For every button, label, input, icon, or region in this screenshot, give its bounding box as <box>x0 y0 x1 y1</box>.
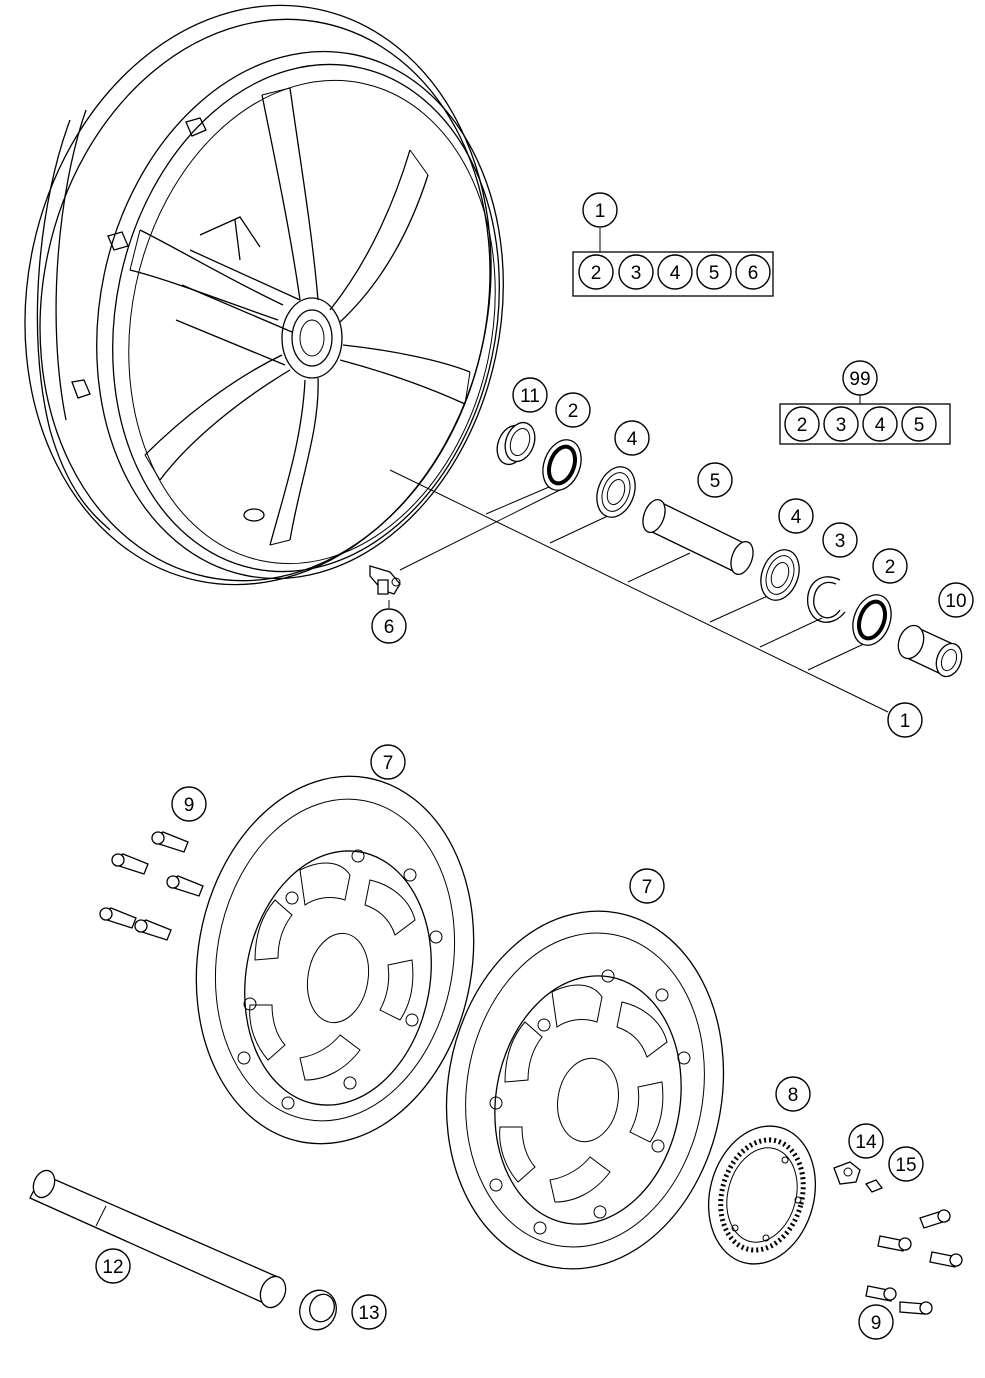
svg-text:2: 2 <box>885 557 896 578</box>
axle <box>29 1169 287 1309</box>
bolts-lower <box>865 1209 963 1315</box>
svg-text:6: 6 <box>384 617 395 638</box>
svg-text:5: 5 <box>914 415 925 436</box>
svg-text:5: 5 <box>710 471 721 492</box>
axle-nut-13 <box>299 1289 337 1331</box>
callout-1-top: 1 <box>582 192 618 228</box>
callout-kit1-5: 5 <box>696 254 732 290</box>
svg-text:4: 4 <box>627 429 638 450</box>
svg-text:14: 14 <box>855 1132 877 1153</box>
svg-text:3: 3 <box>836 415 847 436</box>
callout-12: 12 <box>95 1248 131 1284</box>
part-bearing-4a <box>596 466 636 518</box>
part-bearing-4b <box>760 549 800 601</box>
kit-box-1 <box>572 251 774 297</box>
svg-text:2: 2 <box>591 263 602 284</box>
part-spacer-10 <box>897 624 963 678</box>
svg-text:5: 5 <box>709 263 720 284</box>
svg-text:7: 7 <box>642 877 653 898</box>
svg-text:7: 7 <box>383 753 394 774</box>
abs-sensor-ring <box>707 1125 817 1265</box>
svg-text:1: 1 <box>595 201 606 222</box>
callout-9-bottom: 9 <box>858 1304 894 1340</box>
callout-6: 6 <box>371 608 407 644</box>
callout-2b: 2 <box>872 548 908 584</box>
callout-kit99-5: 5 <box>901 406 937 442</box>
brake-disc-right <box>445 910 725 1270</box>
callout-10: 10 <box>938 582 974 618</box>
callout-kit1-2: 2 <box>578 254 614 290</box>
callout-3: 3 <box>822 522 858 558</box>
kit-box-99 <box>779 403 951 445</box>
svg-text:6: 6 <box>748 263 759 284</box>
svg-text:4: 4 <box>791 507 802 528</box>
callout-kit1-3: 3 <box>618 254 654 290</box>
svg-text:2: 2 <box>797 415 808 436</box>
callout-kit1-4: 4 <box>657 254 693 290</box>
assembly-axis-lines <box>389 469 889 713</box>
part-valve-6 <box>369 565 401 595</box>
svg-text:15: 15 <box>895 1155 916 1176</box>
sensor-bracket-14 <box>833 1161 861 1185</box>
callout-9-top: 9 <box>171 786 207 822</box>
svg-text:2: 2 <box>568 401 579 422</box>
svg-text:1: 1 <box>900 711 911 732</box>
callout-13: 13 <box>351 1294 387 1330</box>
callout-5: 5 <box>697 462 733 498</box>
callout-1-bottom: 1 <box>887 702 923 738</box>
svg-text:3: 3 <box>631 263 642 284</box>
callout-4b: 4 <box>778 498 814 534</box>
callout-kit99-4: 4 <box>862 406 898 442</box>
part-seal-2b <box>852 594 892 646</box>
svg-text:9: 9 <box>871 1313 882 1334</box>
callout-8: 8 <box>775 1076 811 1112</box>
svg-text:9: 9 <box>184 795 195 816</box>
svg-text:4: 4 <box>875 415 886 436</box>
svg-text:12: 12 <box>102 1257 123 1278</box>
svg-text:99: 99 <box>849 369 870 390</box>
callout-15: 15 <box>888 1146 924 1182</box>
svg-text:13: 13 <box>358 1303 379 1324</box>
part-spacer-tube-5 <box>642 499 754 575</box>
part-spacer-11 <box>496 421 536 466</box>
callout-7-left: 7 <box>370 744 406 780</box>
part-seal-2a <box>542 439 582 491</box>
svg-text:3: 3 <box>835 531 846 552</box>
callout-11: 11 <box>512 377 548 413</box>
svg-text:11: 11 <box>520 386 540 407</box>
screw-15 <box>864 1179 884 1193</box>
svg-text:8: 8 <box>788 1085 799 1106</box>
front-wheel <box>24 4 504 586</box>
svg-text:4: 4 <box>670 263 681 284</box>
bolts-upper <box>99 831 204 941</box>
callout-99: 99 <box>842 360 878 396</box>
callout-14: 14 <box>848 1123 884 1159</box>
callout-4a: 4 <box>614 420 650 456</box>
callout-kit1-6: 6 <box>735 254 771 290</box>
callout-2a: 2 <box>555 392 591 428</box>
svg-text:10: 10 <box>945 591 966 612</box>
callout-kit99-2: 2 <box>784 406 820 442</box>
part-circlip-3 <box>807 576 846 623</box>
callout-kit99-3: 3 <box>823 406 859 442</box>
callout-7-right: 7 <box>629 868 665 904</box>
brake-disc-left <box>195 775 475 1145</box>
